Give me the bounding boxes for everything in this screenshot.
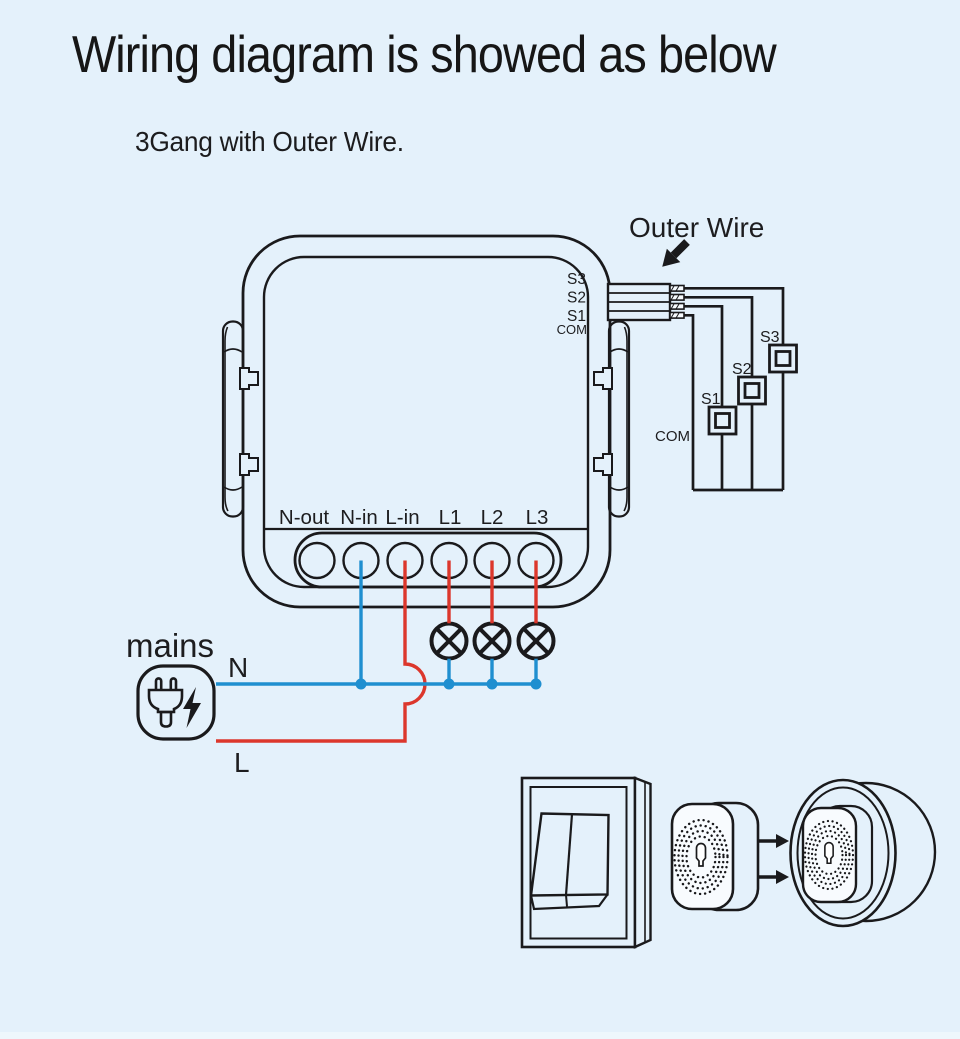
signal-terminal-labels: S3 S2 S1 COM bbox=[557, 271, 587, 337]
terminal-label-l3: L3 bbox=[526, 506, 549, 529]
snap-tabs bbox=[239, 367, 613, 476]
switch-box-s2 bbox=[737, 375, 767, 406]
mains-label: mains bbox=[126, 627, 214, 664]
smart-button-illustration bbox=[670, 801, 760, 912]
outer-wire-circuit: S1 S2 S3 COM Outer Wire bbox=[606, 212, 798, 492]
lamp-icon-1 bbox=[429, 621, 469, 661]
speaker-dot-rings bbox=[673, 818, 729, 896]
speaker-dot-rings bbox=[803, 819, 855, 891]
terminal-label-n-in: N-in bbox=[340, 506, 378, 529]
mounting-ring-illustration bbox=[789, 778, 937, 928]
arrow-right-icon bbox=[759, 834, 789, 848]
arrow-right-icons bbox=[759, 834, 789, 884]
external-switch-boxes bbox=[707, 343, 798, 436]
live-wires bbox=[216, 560, 538, 743]
module-outer-shell bbox=[241, 234, 612, 609]
module-inner-shell bbox=[262, 255, 590, 589]
terminal-label-s1: S1 bbox=[567, 308, 586, 325]
terminal-block bbox=[293, 531, 563, 589]
power-terminal-labels: N-out N-in L-in L1 L2 L3 bbox=[279, 506, 548, 529]
switch-box-s1 bbox=[707, 405, 738, 436]
terminal-label-n-out: N-out bbox=[279, 506, 329, 529]
neutral-label: N bbox=[228, 652, 248, 683]
lightning-icon bbox=[183, 687, 201, 728]
lamp-icon-3 bbox=[516, 621, 556, 661]
page-subtitle: 3Gang with Outer Wire. bbox=[135, 126, 404, 157]
terminal-label-l1: L1 bbox=[439, 506, 462, 529]
live-label: L bbox=[234, 747, 250, 778]
wire-junction-dots bbox=[355, 678, 542, 690]
bottom-strip bbox=[0, 1032, 960, 1039]
page-title: Wiring diagram is showed as below bbox=[72, 26, 777, 84]
mains-section: mains N L bbox=[126, 627, 250, 778]
lamp-symbols bbox=[429, 621, 556, 661]
mounting-ear-left bbox=[221, 320, 245, 518]
switch-box-s3 bbox=[768, 343, 798, 374]
external-switch-label-com: COM bbox=[655, 428, 690, 445]
lamp-icon-2 bbox=[472, 621, 512, 661]
smart-switch-module: S3 S2 S1 COM N-out N-in L-in L1 L2 L3 bbox=[221, 234, 631, 609]
terminal-label-l2: L2 bbox=[481, 506, 504, 529]
terminal-label-s3: S3 bbox=[567, 271, 586, 288]
wire-bundle-connector bbox=[606, 282, 685, 322]
power-plug-icon bbox=[147, 677, 184, 728]
arrow-right-icon bbox=[759, 870, 789, 884]
terminal-label-s2: S2 bbox=[567, 290, 586, 307]
mains-symbol bbox=[136, 664, 216, 741]
outer-wire-label: Outer Wire bbox=[629, 212, 764, 243]
switch-wires bbox=[684, 286, 785, 492]
outer-wire-arrow-icon bbox=[662, 239, 690, 267]
terminal-label-l-in: L-in bbox=[385, 506, 419, 529]
mounting-ear-right bbox=[607, 320, 631, 518]
external-switch-label-s3: S3 bbox=[760, 329, 780, 346]
external-switch-label-s1: S1 bbox=[701, 391, 721, 408]
terminal-label-com: COM bbox=[557, 322, 587, 337]
wall-switch-illustration bbox=[520, 776, 652, 949]
external-switch-label-s2: S2 bbox=[732, 361, 752, 378]
